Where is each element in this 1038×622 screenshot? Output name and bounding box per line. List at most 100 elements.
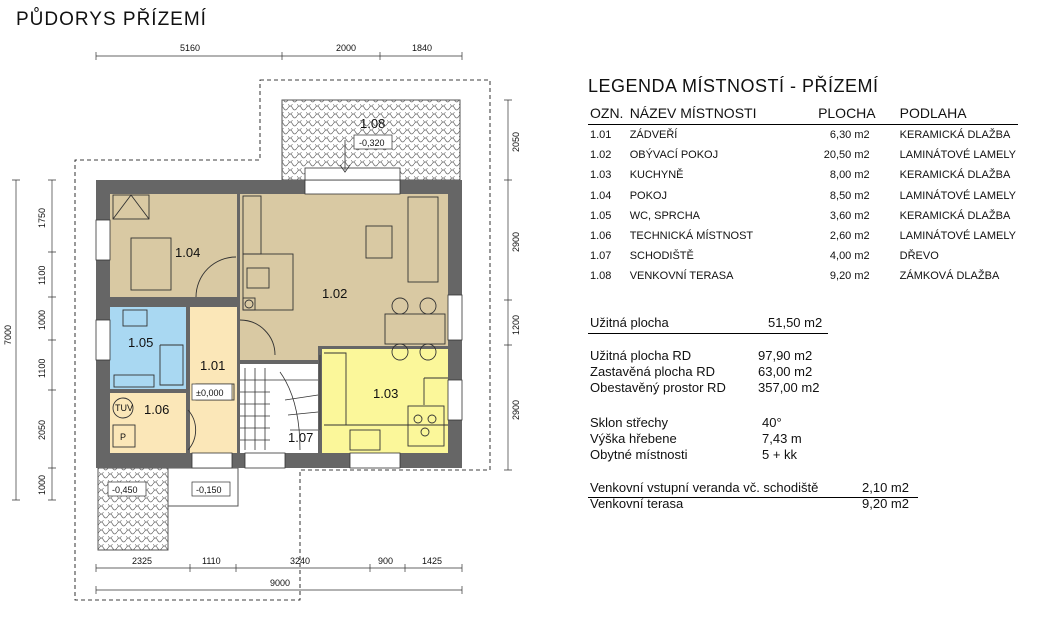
stat-value: 97,90 m2 [758,348,813,363]
room-floor: ZÁMKOVÁ DLAŽBA [899,270,1000,283]
room-name: TECHNICKÁ MÍSTNOST [629,230,754,243]
room-name: VENKOVNÍ TERASA [629,270,734,283]
room-1-03-area [322,349,448,453]
room-label-1-02: 1.02 [322,286,347,301]
room-code: 1.01 [590,129,612,142]
room-1-04-area [110,194,237,297]
floor-plan: 1.04 1.02 1.05 1.01 1.06 1.03 1.07 1.08 … [3,43,521,601]
stat-label: Venkovní terasa [590,496,684,511]
room-code: 1.04 [590,189,612,202]
stat-label: Užitná plocha RD [590,348,692,363]
stat-label: Obestavěný prostor RD [590,380,726,395]
room-code: 1.08 [590,270,612,283]
room-table-row: 1.08 VENKOVNÍ TERASA 9,20 m2 ZÁMKOVÁ DLAŽBA [588,266,1018,286]
room-label-1-04: 1.04 [175,245,200,260]
stat-value: 2,10 m2 [862,480,909,495]
room-label-1-08: 1.08 [360,116,385,131]
header-code: OZN. [588,105,628,125]
stat-label: Sklon střechy [590,415,669,430]
dim-left-2: 1100 [37,266,47,285]
room-name: WC, SPRCHA [629,209,700,222]
pump-label: P [120,432,126,442]
dim-left-6: 1000 [37,475,47,495]
header-name: NÁZEV MÍSTNOSTI [627,105,797,125]
dim-bottom-4: 900 [378,556,393,566]
room-code: 1.02 [590,149,612,162]
dim-top-2: 2000 [336,43,356,53]
room-name: POKOJ [629,189,667,202]
room-area: 6,30 m2 [829,129,870,142]
dim-left-1: 1750 [37,208,47,228]
dim-top-3: 1840 [412,43,432,53]
room-area: 9,20 m2 [829,270,870,283]
room-area: 8,50 m2 [829,189,870,202]
boiler-label: TUV [115,403,133,413]
room-code: 1.07 [590,250,612,263]
room-area: 2,60 m2 [829,230,870,243]
room-table-row: 1.04 POKOJ 8,50 m2 LAMINÁTOVÉ LAMELY [588,186,1018,206]
dim-bottom-2: 1110 [202,556,221,566]
room-table-header: OZN. NÁZEV MÍSTNOSTI PLOCHA PODLAHA [588,105,1018,125]
room-floor: LAMINÁTOVÉ LAMELY [899,189,1016,202]
stat-label: Obytné místnosti [590,447,688,462]
dim-right-4: 2900 [511,400,521,420]
room-table-row: 1.06 TECHNICKÁ MÍSTNOST 2,60 m2 LAMINÁTOVÉ … [588,226,1018,246]
room-legend: LEGENDA MÍSTNOSTÍ - PŘÍZEMÍ OZN. NÁZEV M… [588,76,1020,287]
dim-right-1: 2050 [511,132,521,152]
stat-value: 7,43 m [762,431,802,446]
room-area: 3,60 m2 [829,209,870,222]
room-table-row: 1.01 ZÁDVEŘÍ 6,30 m2 KERAMICKÁ DLAŽBA [588,125,1018,146]
dim-bottom-3: 3240 [290,556,310,566]
room-name: ZÁDVEŘÍ [629,129,678,142]
dim-bottom-1: 2325 [132,556,152,566]
room-area: 8,00 m2 [829,169,870,182]
room-1-01-area [190,307,237,453]
room-code: 1.05 [590,209,612,222]
stat-value: 9,20 m2 [862,496,909,511]
plot-boundary [74,79,491,601]
room-floor: KERAMICKÁ DLAŽBA [899,129,1011,142]
dim-left-total: 7000 [3,325,13,345]
room-floor: LAMINÁTOVÉ LAMELY [899,149,1016,162]
level-entry: ±0,000 [196,388,223,398]
stat-label: Venkovní vstupní veranda vč. schodiště [590,480,819,495]
stat-value: 5 + kk [762,447,798,462]
room-table-row: 1.07 SCHODIŠTĚ 4,00 m2 DŘEVO [588,246,1018,266]
dim-bottom-5: 1425 [422,556,442,566]
room-floor: KERAMICKÁ DLAŽBA [899,169,1011,182]
room-floor: DŘEVO [899,250,939,263]
stat-value: 357,00 m2 [758,380,820,395]
room-floor: LAMINÁTOVÉ LAMELY [899,230,1016,243]
level-terrace: -0,320 [359,138,385,148]
entry-paving [97,467,169,551]
room-name: KUCHYNĚ [629,169,684,182]
dim-left-4: 1100 [37,359,47,378]
page-title: PŮDORYS PŘÍZEMÍ [16,9,207,30]
room-label-1-05: 1.05 [128,335,153,350]
header-floor: PODLAHA [897,105,1018,125]
stat-value: 51,50 m2 [768,315,823,330]
room-name: SCHODIŠTĚ [629,250,694,263]
legend-title: LEGENDA MÍSTNOSTÍ - PŘÍZEMÍ [588,76,879,96]
dim-left-3: 1000 [37,310,47,330]
room-label-1-03: 1.03 [373,386,398,401]
room-floor: KERAMICKÁ DLAŽBA [899,209,1011,222]
room-code: 1.06 [590,230,612,243]
stat-label: Výška hřebene [590,431,677,446]
dim-right-2: 2900 [511,232,521,252]
dim-top-1: 5160 [180,43,200,53]
divider [588,497,918,498]
room-name: OBÝVACÍ POKOJ [629,149,719,162]
room-area: 4,00 m2 [829,250,870,263]
stat-value: 40° [762,415,782,430]
room-table: OZN. NÁZEV MÍSTNOSTI PLOCHA PODLAHA 1.01… [588,105,1018,287]
stat-label: Užitná plocha [590,315,669,330]
room-label-1-07: 1.07 [288,430,313,445]
stat-label: Zastavěná plocha RD [590,364,716,379]
level-step1: -0,450 [112,485,138,495]
dim-right-3: 1200 [511,315,521,335]
room-code: 1.03 [590,169,612,182]
room-1-06-area [110,393,186,453]
room-1-07-area [240,364,318,453]
